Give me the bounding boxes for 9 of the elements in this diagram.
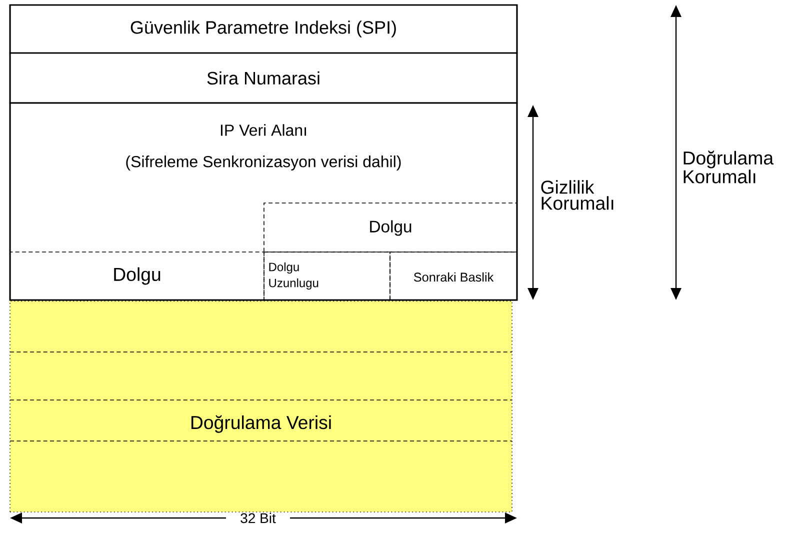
node-label: Güvenlik Parametre Indeksi (SPI) (130, 20, 396, 38)
field-box: Sira Numarasi (9, 52, 518, 104)
dimension-label: Gizlilik Korumalı (541, 180, 614, 210)
field-box: Sonraki Baslik (390, 252, 518, 300)
field-box: Doğrulama Verisi (10, 300, 512, 512)
dimension-label: Doğrulama Korumalı (684, 150, 774, 184)
field-box: Dolgu Uzunlugu (264, 252, 390, 300)
field-box: Dolgu (10, 252, 264, 300)
field-box: Dolgu (264, 202, 518, 252)
